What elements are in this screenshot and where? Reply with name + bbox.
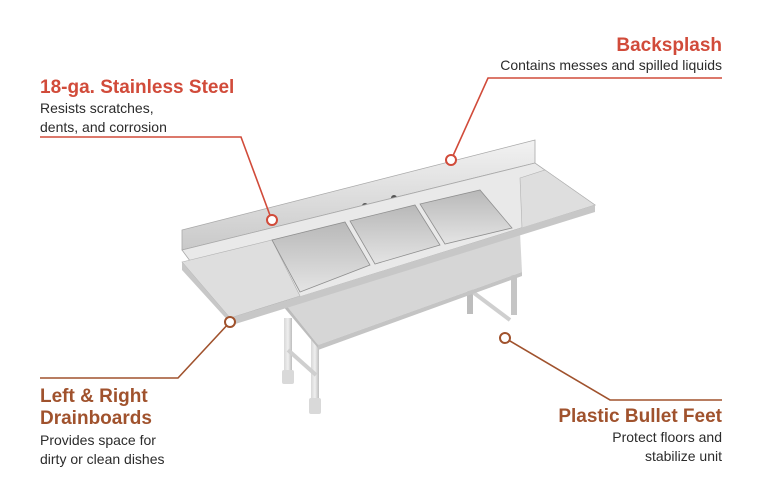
steel-description: Resists scratches, dents, and corrosion bbox=[40, 99, 167, 137]
sink-deck bbox=[181, 162, 596, 325]
sink-legs bbox=[282, 275, 517, 414]
drainboards-title-line: Drainboards bbox=[40, 408, 152, 429]
feet-marker bbox=[499, 332, 511, 344]
feet-title: Plastic Bullet Feet bbox=[558, 406, 722, 427]
callout-dots bbox=[224, 154, 511, 344]
steel-description-line: Resists scratches, bbox=[40, 100, 154, 116]
callout-lines bbox=[40, 77, 722, 401]
backsplash-description: Contains messes and spilled liquids bbox=[500, 56, 722, 75]
backsplash-title: Backsplash bbox=[616, 35, 722, 56]
backsplash-description-line: Contains messes and spilled liquids bbox=[500, 57, 722, 73]
sink-tub bbox=[282, 232, 522, 350]
drainboards-title: Left & Right Drainboards bbox=[40, 386, 152, 430]
backsplash-marker bbox=[445, 154, 457, 166]
feet-description-line: stabilize unit bbox=[644, 448, 722, 464]
steel-title: 18-ga. Stainless Steel bbox=[40, 77, 235, 98]
steel-description-line: dents, and corrosion bbox=[40, 119, 167, 135]
drainboards-description-line: dirty or clean dishes bbox=[40, 451, 165, 467]
drainboards-description: Provides space for dirty or clean dishes bbox=[40, 431, 165, 469]
steel-marker bbox=[266, 214, 278, 226]
drainboards-title-line: Left & Right bbox=[40, 386, 148, 407]
feet-description-line: Protect floors and bbox=[612, 429, 722, 445]
drainboards-marker bbox=[224, 316, 236, 328]
drainboards-description-line: Provides space for bbox=[40, 432, 156, 448]
feet-description: Protect floors and stabilize unit bbox=[612, 428, 722, 466]
